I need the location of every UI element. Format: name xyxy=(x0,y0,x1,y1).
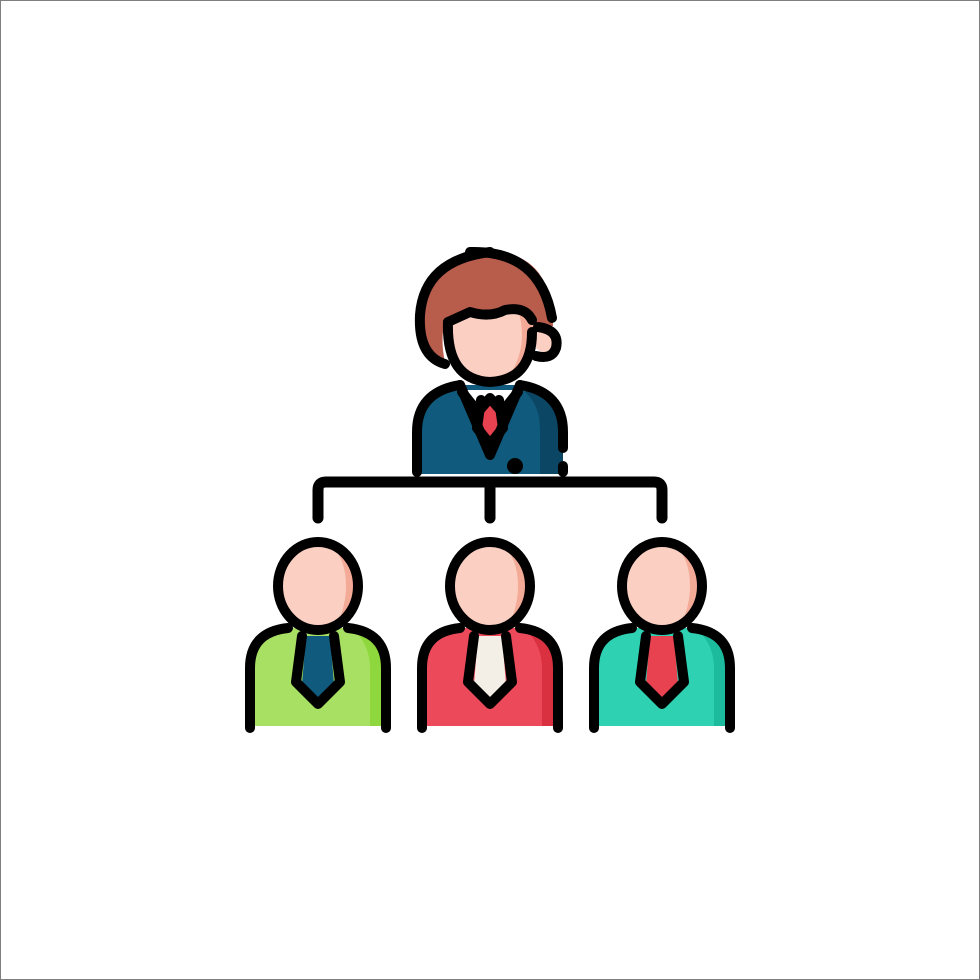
hierarchy-connectors xyxy=(312,476,668,524)
team-member-1 xyxy=(245,537,391,733)
manager-hair xyxy=(419,252,553,362)
team-member-3 xyxy=(589,537,735,733)
team-member-2 xyxy=(417,537,563,733)
manager-figure xyxy=(412,246,568,477)
